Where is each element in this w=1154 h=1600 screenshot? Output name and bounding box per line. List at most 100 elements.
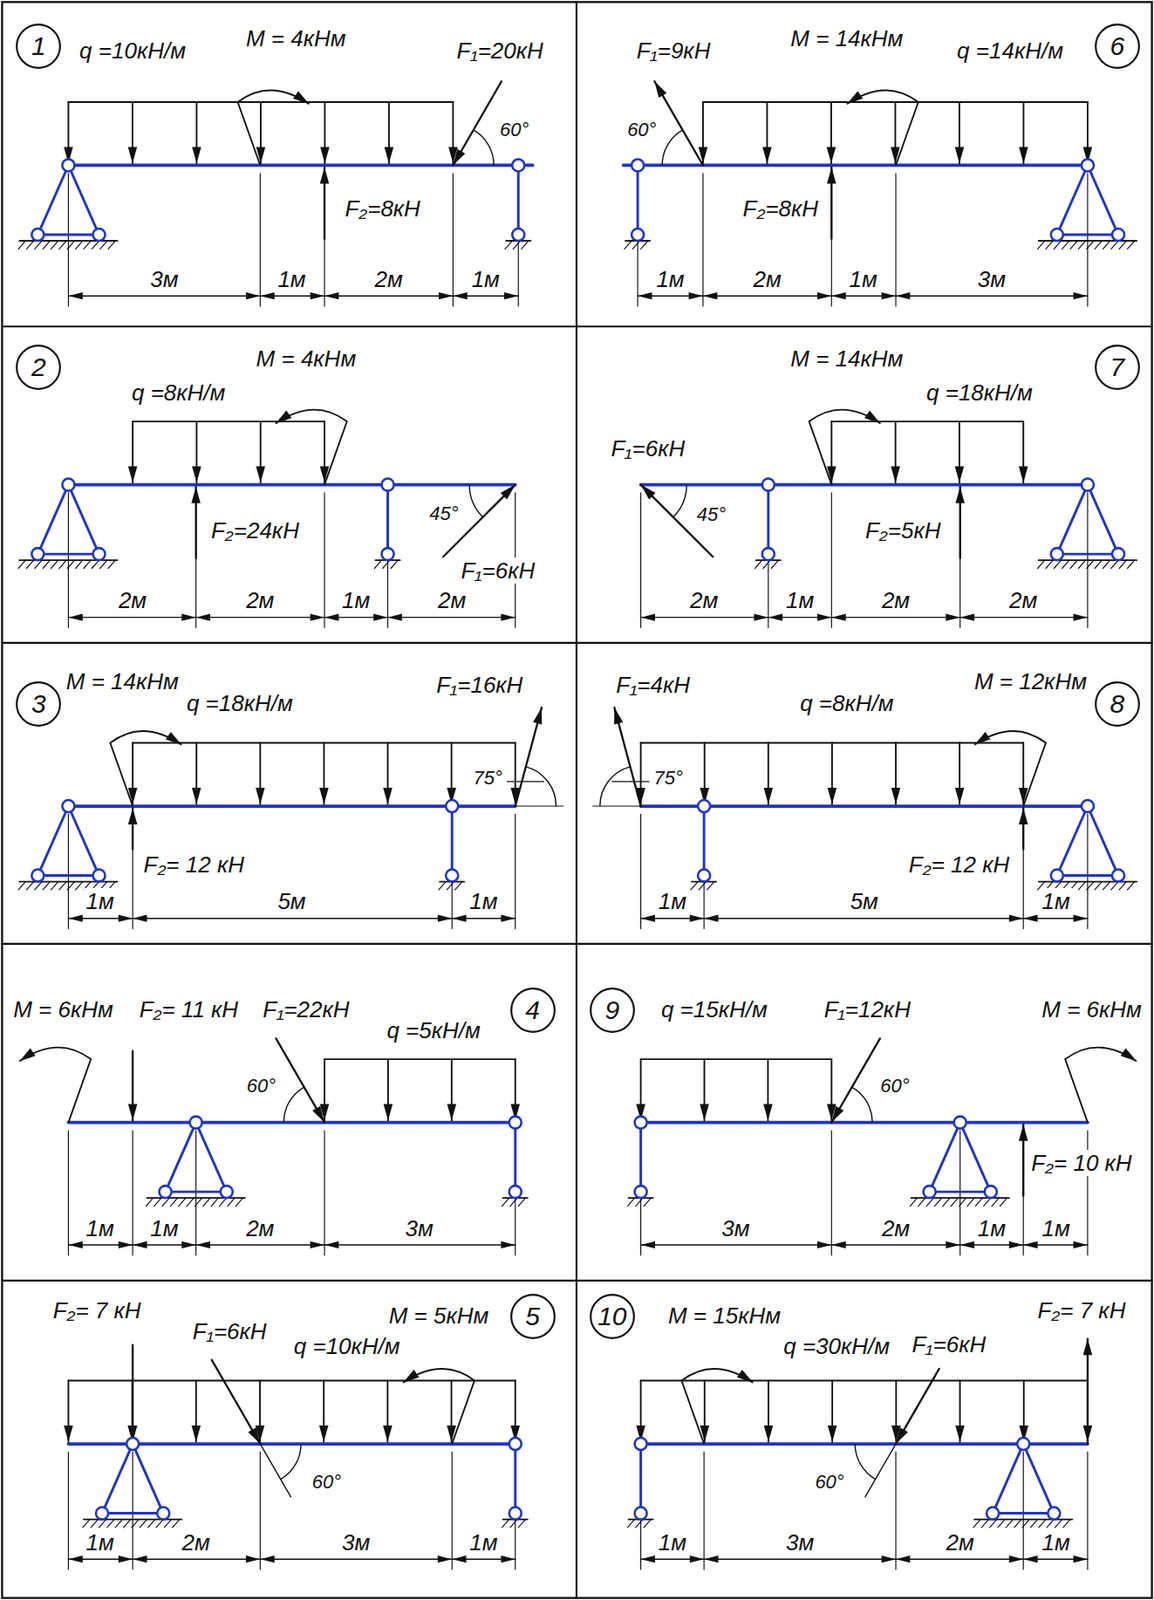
angle-arc: [662, 129, 683, 166]
ground-hatch: [170, 1197, 178, 1206]
ground-hatch: [1062, 240, 1070, 249]
label-holder: 3м: [784, 1530, 816, 1555]
force-label: F₁=22кН: [260, 996, 351, 1023]
moment-arrow: [402, 1368, 475, 1444]
ground-hatch: [1111, 881, 1119, 890]
force-label: F₂= 10 кН: [1029, 1149, 1134, 1176]
label-holder: M = 14кНм: [64, 669, 181, 694]
force-label: F₁=12кН: [822, 996, 913, 1023]
label-holder: 2м: [436, 588, 468, 613]
hinge: [93, 228, 106, 241]
roller-support-link: [639, 1122, 642, 1193]
pin-support-bar: [992, 1443, 1024, 1514]
hinge: [445, 869, 458, 882]
moment-arrow-head: [293, 90, 309, 104]
extension-line: [1023, 1451, 1025, 1570]
angle-arc: [525, 766, 557, 806]
load-line: [641, 1379, 1088, 1382]
ground-hatch: [91, 559, 99, 568]
angle-arc: [280, 1443, 301, 1480]
dimension-arrow: [132, 915, 147, 922]
force-arrow: [275, 1037, 325, 1122]
leader-line: [612, 780, 649, 782]
circle-outline: [590, 1294, 635, 1339]
panel-divider: [575, 1, 578, 1598]
dimension-label: 1м: [467, 1529, 499, 1556]
label-holder: M = 12кНм: [972, 669, 1089, 694]
angle-label: 60°: [878, 1074, 911, 1097]
ground-hatch: [510, 1197, 518, 1206]
load-arrow-head: [191, 146, 202, 164]
pin-support-bar: [1087, 164, 1119, 235]
beam: [641, 483, 1088, 487]
load-label: q =8кН/м: [129, 379, 227, 406]
label-holder: 1м: [340, 588, 372, 613]
pin-support-bar: [102, 1511, 164, 1515]
force-arrow: [614, 707, 641, 806]
ground-hatch: [967, 1197, 975, 1206]
label-holder: 1м: [656, 889, 689, 914]
dimension-arrow: [132, 1555, 147, 1563]
task-number-circle: 3: [14, 680, 62, 728]
pin-support-bar: [37, 233, 99, 237]
pin-support-bar: [102, 1443, 133, 1514]
label-holder: 2м: [373, 267, 405, 292]
hinge: [1081, 478, 1094, 492]
ground-hatch: [1022, 1519, 1030, 1528]
moment-arrow: [275, 409, 348, 485]
label-holder: 1м: [83, 1530, 116, 1555]
ground-hatch: [34, 881, 42, 890]
moment-arrow-head: [846, 90, 863, 104]
pin-support-bar: [37, 805, 69, 876]
ground-hatch: [83, 559, 91, 568]
extension-line: [259, 173, 261, 307]
angle-label: 60°: [498, 118, 531, 141]
label-holder: 5м: [275, 889, 308, 914]
dimension-arrow: [1073, 915, 1088, 922]
dimension-label: 2м: [244, 1215, 276, 1242]
dimension-arrow: [438, 292, 453, 300]
dimension-label: 2м: [944, 1529, 977, 1556]
pin-support-bar: [37, 164, 69, 235]
ground-hatch: [34, 240, 42, 249]
dimension-label: 1м: [83, 1529, 116, 1556]
dimension-arrow: [324, 1241, 339, 1249]
dimension-arrow: [817, 1241, 832, 1249]
dimension-arrow: [689, 1555, 704, 1563]
label-holder: 1м: [1040, 889, 1073, 914]
dimension-arrow: [437, 915, 452, 922]
force-arrow-head: [452, 149, 465, 166]
pin-support-bar: [196, 1122, 227, 1193]
ground-hatch: [108, 240, 116, 249]
dimension-arrow: [960, 614, 975, 622]
load-arrow-head: [255, 787, 266, 805]
beam: [68, 483, 515, 487]
dimension-label: 1м: [148, 1215, 180, 1242]
roller-support-link: [513, 1122, 517, 1193]
ground-hatch: [100, 240, 108, 249]
ground-hatch: [82, 1519, 90, 1528]
dimension-arrow: [437, 1555, 452, 1563]
dimension-label: 3м: [340, 1529, 372, 1556]
dimension-label: 5м: [275, 887, 308, 915]
ground-hatch: [624, 240, 632, 249]
beam: [641, 1120, 1088, 1125]
label-holder: F₂= 12 кН: [142, 853, 246, 877]
dimension-label: 1м: [83, 887, 116, 915]
panel-divider: [1, 942, 1152, 945]
ground-hatch: [162, 1197, 170, 1206]
task-number: 10: [597, 1303, 627, 1330]
ground-hatch: [178, 1197, 186, 1206]
label-holder: q =8кН/м: [129, 381, 227, 405]
moment-arrow-head: [402, 1369, 419, 1383]
load-line: [641, 1058, 833, 1060]
moment-arrow: [109, 730, 182, 806]
ground-hatch: [18, 881, 26, 890]
ground-hatch: [926, 1197, 934, 1206]
ground-hatch: [1119, 240, 1127, 249]
dimension-label: 5м: [848, 887, 881, 915]
ground-hatch: [59, 559, 67, 568]
ground-hatch: [942, 1197, 950, 1206]
extension-line: [959, 492, 961, 628]
ground-hatch: [227, 1197, 235, 1206]
